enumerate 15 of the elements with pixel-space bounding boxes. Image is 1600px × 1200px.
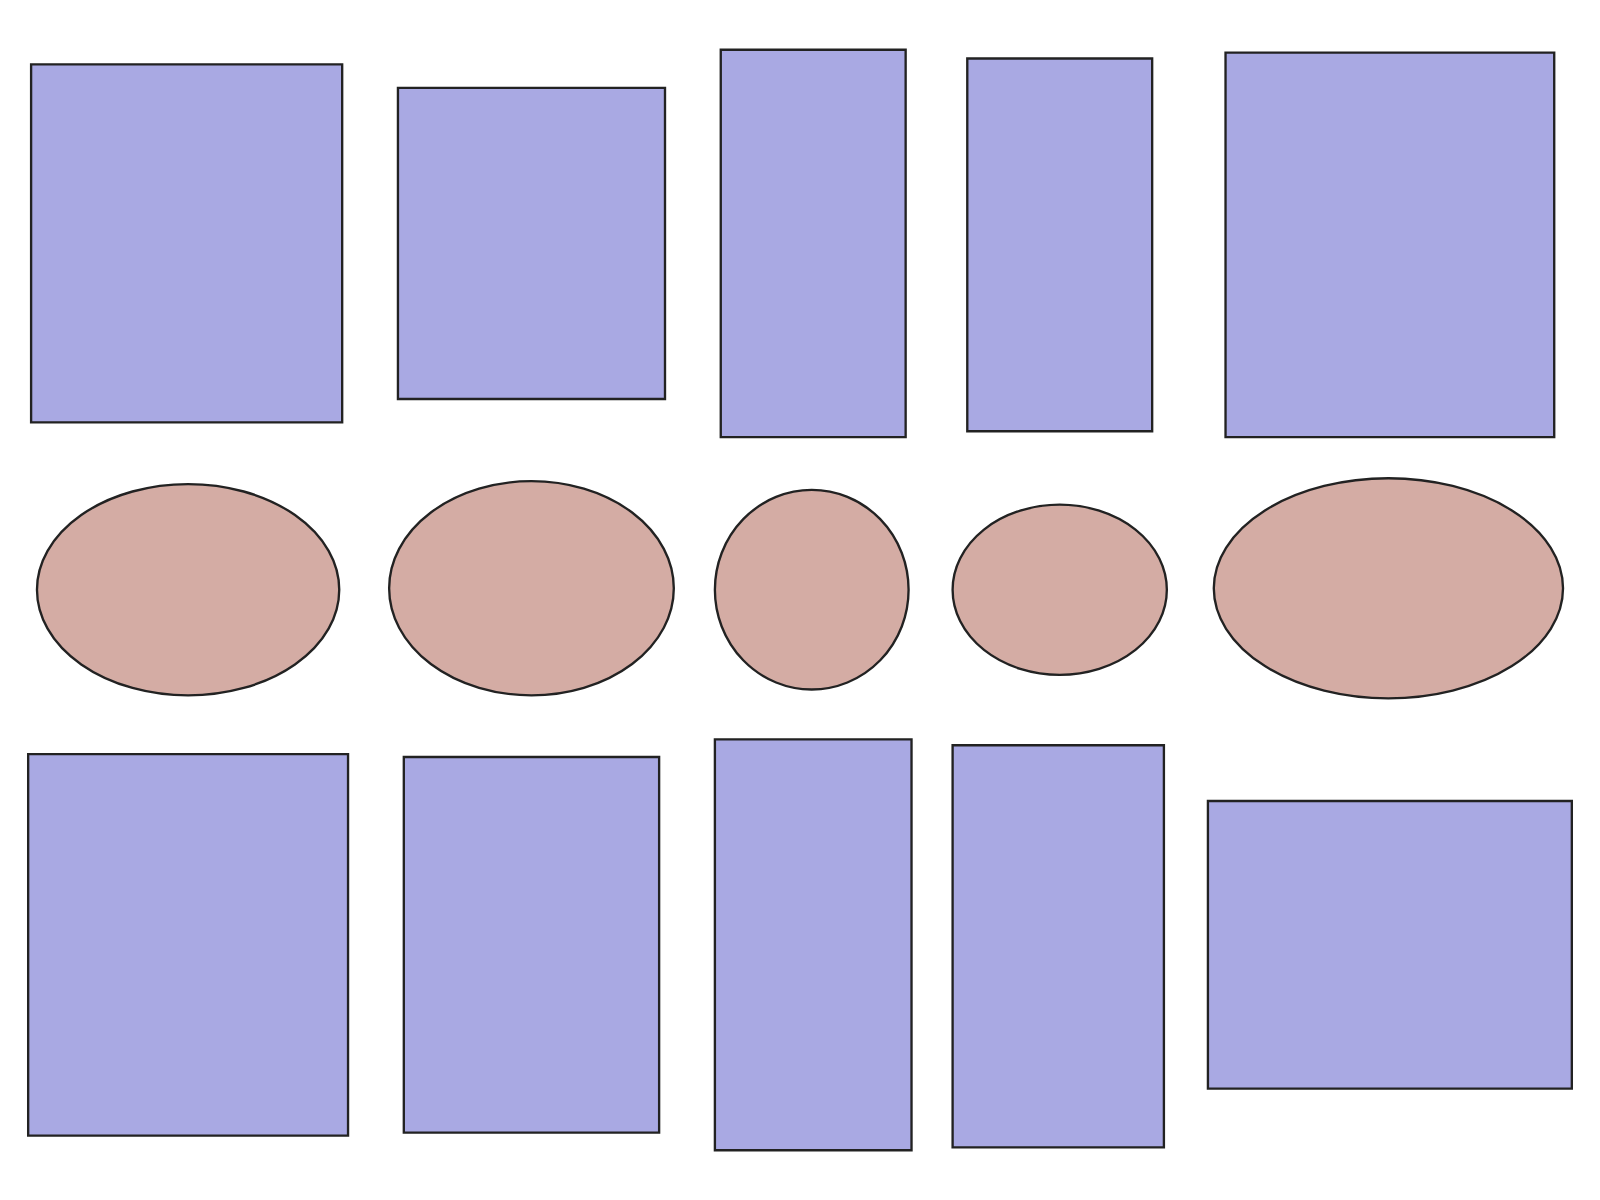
node-box — [1224, 51, 1556, 439]
node-box — [951, 744, 1166, 1149]
node-box — [27, 752, 350, 1137]
node-ellipse — [387, 479, 675, 697]
node-ellipse — [951, 503, 1168, 676]
node-box — [396, 86, 667, 401]
node-box — [966, 57, 1154, 433]
node-circle — [713, 488, 910, 691]
node-ellipse — [35, 482, 341, 697]
node-box — [402, 755, 661, 1134]
node-ellipse — [1212, 477, 1565, 700]
node-box — [1206, 799, 1573, 1090]
node-box — [719, 48, 907, 439]
node-box — [29, 63, 344, 424]
node-box — [713, 738, 913, 1152]
